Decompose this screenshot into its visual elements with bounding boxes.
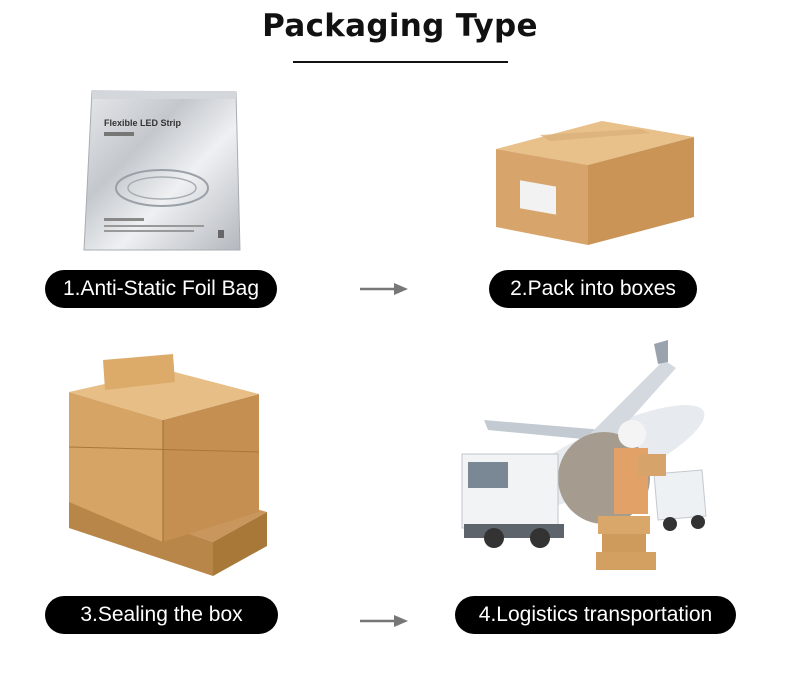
page-title: Packaging Type: [262, 8, 538, 44]
bag-print-text: Flexible LED Strip: [104, 118, 182, 128]
right-arrow-icon: [360, 615, 408, 627]
step-3-label: 3.Sealing the box: [45, 596, 278, 634]
logistics-illustration: [461, 340, 707, 570]
step-1-label-text: 1.Anti-Static Foil Bag: [62, 277, 260, 300]
title-underline: [293, 61, 508, 63]
step-3-label-text: 3.Sealing the box: [80, 603, 243, 626]
pallet-boxes-illustration: [68, 354, 267, 576]
foil-bag-illustration: Flexible LED Strip: [83, 90, 241, 251]
right-arrow-icon: [360, 283, 408, 295]
step-4-label-text: 4.Logistics transportation: [478, 603, 713, 626]
carton-box-illustration: [496, 121, 694, 245]
step-2-label-text: 2.Pack into boxes: [510, 277, 676, 300]
step-2-label: 2.Pack into boxes: [489, 270, 697, 308]
step-1-label: 1.Anti-Static Foil Bag: [45, 270, 277, 308]
step-4-label: 4.Logistics transportation: [455, 596, 736, 634]
